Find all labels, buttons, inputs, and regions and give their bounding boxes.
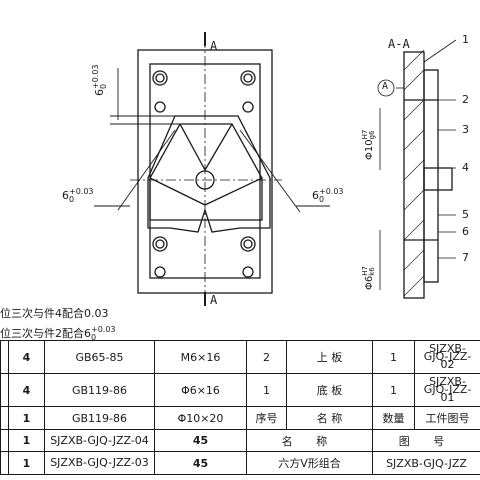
hatch-line	[403, 219, 425, 241]
table-cell: 1	[8, 451, 45, 475]
engineering-drawing	[94, 32, 457, 306]
hatch-line	[403, 275, 425, 297]
mount-hole	[154, 266, 166, 278]
part-number: 2	[462, 93, 469, 106]
v-groove-line	[204, 177, 263, 206]
mount-hole	[243, 73, 253, 83]
table-cell: SJZXB-GJQ-JZZ-04	[44, 428, 155, 453]
table-cell: 名 称	[246, 428, 373, 453]
v-groove-line	[204, 123, 233, 171]
hatch-line	[403, 99, 425, 121]
tech-note-1: 位三次与件4配合0.03	[0, 307, 109, 320]
hatch-line	[403, 49, 425, 71]
v-groove-line	[149, 177, 206, 206]
mount-hole	[240, 70, 256, 86]
table-cell: 1	[8, 406, 45, 430]
table-cell: 45	[154, 451, 247, 475]
part-number: 5	[462, 208, 469, 221]
part-number: 7	[462, 251, 469, 264]
table-cell: 1	[372, 339, 415, 375]
table-cell: GB119-86	[44, 406, 155, 430]
table-cell	[0, 406, 9, 430]
dimension-line	[117, 129, 176, 211]
table-cell: 1	[246, 373, 287, 408]
hatch-line	[403, 189, 425, 211]
part-number: 3	[462, 123, 469, 136]
table-cell: SJZXB-GJQ-JZZ-02	[414, 339, 480, 375]
table-cell: 4	[8, 373, 45, 408]
section-pin-body	[423, 167, 453, 191]
detail-marker-label: A	[382, 81, 389, 92]
table-row: 4 GB119-86 Φ6×16 1 底 板 1 SJZXB-GJQ-JZZ-0…	[0, 373, 480, 408]
mount-hole	[152, 236, 168, 252]
hatch-line	[403, 159, 425, 181]
table-cell: Φ10×20	[154, 406, 247, 430]
leader-line	[423, 39, 457, 63]
table-cell: 序号	[246, 406, 287, 430]
section-body	[403, 51, 425, 299]
table-cell: 底 板	[286, 373, 373, 408]
table-cell	[0, 373, 9, 408]
mount-hole	[152, 70, 168, 86]
dimension-line	[239, 129, 301, 213]
table-cell	[0, 428, 9, 453]
mount-hole	[240, 236, 256, 252]
hexagon-v-block-outline	[147, 115, 271, 233]
mount-hole	[243, 239, 253, 249]
mount-hole	[242, 266, 254, 278]
table-cell: 上 板	[286, 339, 373, 375]
part-number: 4	[462, 161, 469, 174]
table-cell: 1	[372, 373, 415, 408]
table-cell: 数量	[372, 406, 415, 430]
section-view-title: A-A	[388, 37, 410, 51]
mount-hole	[155, 239, 165, 249]
part-number: 6	[462, 225, 469, 238]
table-cell: 2	[246, 339, 287, 375]
section-label-bottom: A	[210, 293, 218, 307]
table-cell: 工件图号	[414, 406, 480, 430]
hatch-line	[403, 249, 425, 271]
table-cell: 45	[154, 428, 247, 453]
part-number: 1	[462, 33, 469, 46]
mount-hole	[155, 73, 165, 83]
table-cell: SJZXB-GJQ-JZZ-01	[414, 373, 480, 408]
table-row: 1 GB119-86 Φ10×20 序号 名 称 数量 工件图号	[0, 406, 480, 430]
table-cell: 1	[8, 428, 45, 453]
table-cell: GB119-86	[44, 373, 155, 408]
mount-hole	[242, 101, 254, 113]
table-cell: GB65-85	[44, 339, 155, 375]
table-cell: SJZXB-GJQ-JZZ-03	[44, 451, 155, 475]
table-cell	[0, 451, 9, 475]
v-groove-line	[179, 123, 206, 171]
table-cell	[0, 339, 9, 375]
table-row: 1 SJZXB-GJQ-JZZ-04 45 名 称 图 号	[0, 428, 480, 453]
table-row: 1 SJZXB-GJQ-JZZ-03 45 六方V形组合 SJZXB-GJQ-J…	[0, 451, 480, 475]
hatch-line	[403, 69, 425, 91]
section-top-plate	[423, 69, 439, 283]
mount-hole	[154, 101, 166, 113]
section-label-top: A	[210, 39, 218, 53]
hatch-line	[403, 129, 425, 151]
table-cell: Φ6×16	[154, 373, 247, 408]
table-cell: SJZXB-GJQ-JZZ	[372, 451, 480, 475]
table-cell: 名 称	[286, 406, 373, 430]
table-cell: M6×16	[154, 339, 247, 375]
detail-marker-circle	[377, 79, 395, 97]
bill-of-materials: 4 GB65-85 M6×16 2 上 板 1 SJZXB-GJQ-JZZ-02…	[0, 339, 480, 475]
table-cell: 六方V形组合	[246, 451, 373, 475]
hexagon-inner-outline	[149, 123, 263, 221]
table-cell: 图 号	[372, 428, 480, 453]
table-row: 4 GB65-85 M6×16 2 上 板 1 SJZXB-GJQ-JZZ-02	[0, 339, 480, 375]
table-cell: 4	[8, 339, 45, 375]
